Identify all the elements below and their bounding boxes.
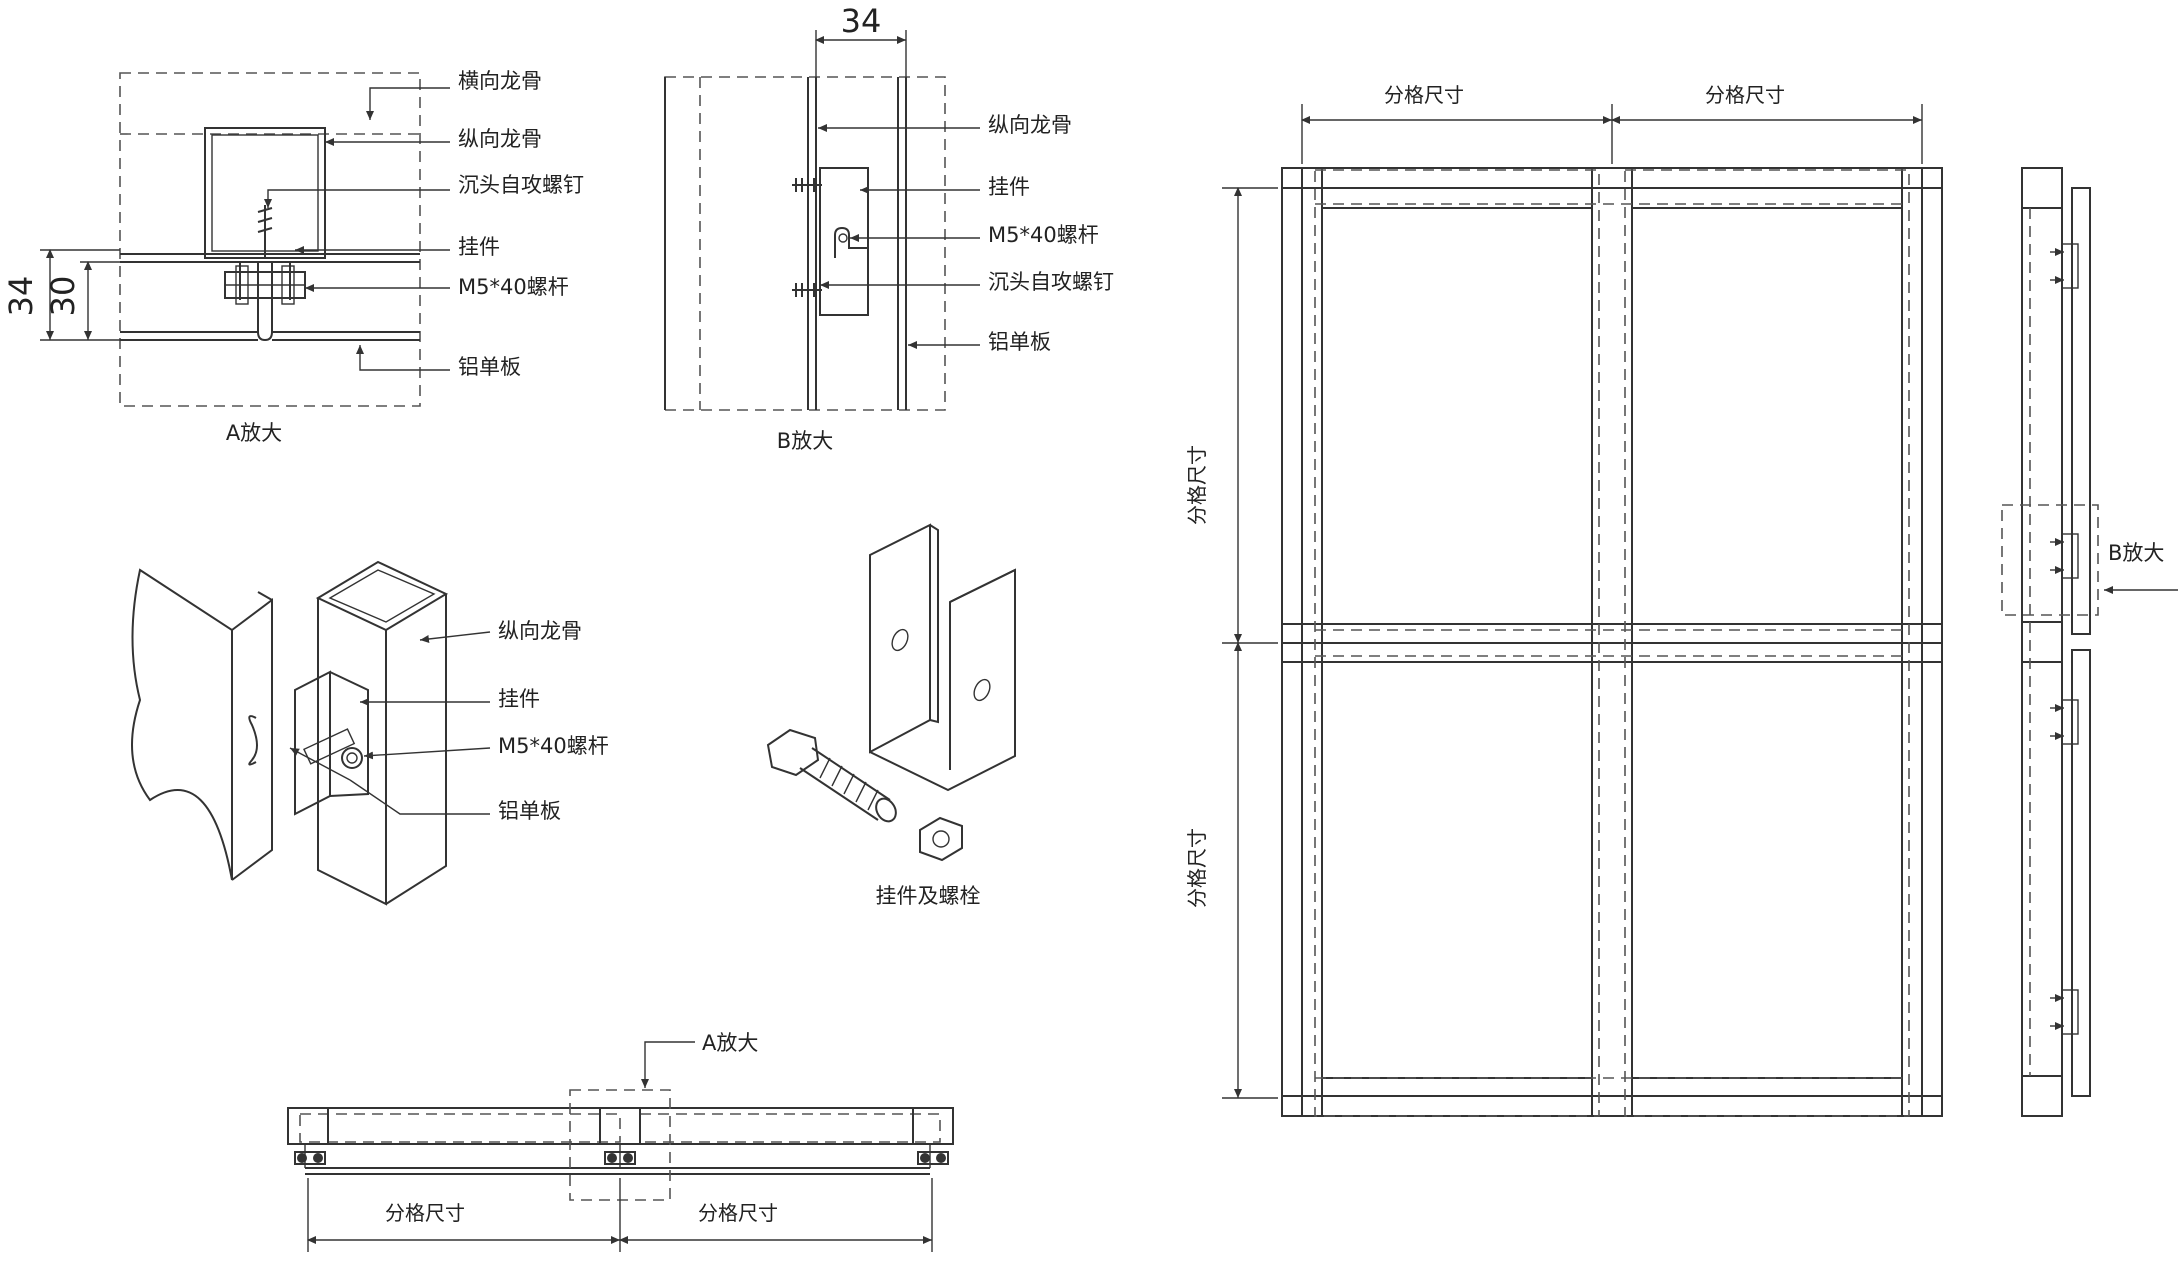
side-section-view: B放大 [2001, 167, 2178, 1117]
dim-elev-top-right: 分格尺寸 [1705, 83, 1785, 107]
countersunk-screw [257, 205, 273, 258]
label-clip-iso: 挂件 [498, 687, 540, 711]
aluminum-panel-iso [131, 568, 233, 881]
label-countersunk-screw-a: 沉头自攻螺钉 [458, 173, 584, 197]
dim-elev-left-upper: 分格尺寸 [1185, 445, 1209, 525]
bolt-head [766, 728, 820, 777]
label-transverse-keel: 横向龙骨 [458, 69, 542, 93]
callout-detail-a: A放大 [702, 1031, 758, 1055]
panel-bottom-left [1321, 661, 1593, 1079]
dim-34-horizontal: 34 [841, 2, 882, 40]
dim-plan-left: 分格尺寸 [385, 1201, 465, 1225]
detail-b-section: 34 纵向龙骨 挂件 M5*40螺杆 沉头自攻螺钉 铝单板 B放大 [664, 2, 1114, 453]
caption-detail-b: B放大 [777, 429, 833, 453]
side-clips [2050, 243, 2079, 1035]
plan-section: A放大 分格尺寸 分格尺寸 [287, 1031, 954, 1252]
screw-upper-b [792, 178, 822, 192]
isometric-assembly: 纵向龙骨 挂件 M5*40螺杆 铝单板 [131, 560, 609, 906]
dim-elev-left-lower: 分格尺寸 [1185, 828, 1209, 908]
caption-detail-a: A放大 [226, 421, 282, 445]
detail-b-callout-box [2001, 504, 2099, 616]
side-panel-lower [2071, 649, 2091, 1097]
label-clip-b: 挂件 [988, 175, 1030, 199]
plan-bolts [294, 1151, 949, 1165]
dim-34-vertical: 34 [2, 276, 40, 317]
dim-30-vertical: 30 [44, 276, 82, 317]
label-bolt-b: M5*40螺杆 [988, 223, 1099, 247]
dim-plan-right: 分格尺寸 [698, 1201, 778, 1225]
clip-bracket [239, 262, 291, 300]
label-aluminum-panel-a: 铝单板 [458, 355, 521, 379]
label-longitudinal-keel-b: 纵向龙骨 [988, 113, 1072, 137]
label-countersunk-screw-b: 沉头自攻螺钉 [988, 270, 1114, 294]
panel-top-left [1321, 207, 1593, 625]
label-aluminum-panel-iso: 铝单板 [498, 799, 561, 823]
label-aluminum-panel-b: 铝单板 [988, 330, 1051, 354]
caption-clip-and-bolt: 挂件及螺栓 [876, 884, 981, 908]
clip-and-bolt-parts: 挂件及螺栓 [766, 523, 1016, 908]
nut [919, 816, 963, 862]
detail-b-boundary [664, 76, 946, 411]
label-longitudinal-keel-iso: 纵向龙骨 [498, 619, 582, 643]
label-bolt-iso: M5*40螺杆 [498, 734, 609, 758]
label-clip-a: 挂件 [458, 235, 500, 259]
dim-elev-top-left: 分格尺寸 [1384, 83, 1464, 107]
detail-a-boundary [119, 72, 421, 407]
elevation-view: 分格尺寸 分格尺寸 分格尺寸 分格尺寸 [1185, 83, 1943, 1117]
panel-top-right [1631, 207, 1903, 625]
callout-detail-b: B放大 [2108, 541, 2164, 565]
side-panel-upper [2071, 187, 2091, 635]
label-longitudinal-keel-a: 纵向龙骨 [458, 127, 542, 151]
panel-bottom-right [1631, 661, 1903, 1079]
detail-a-section: 34 30 横向龙骨 纵向龙骨 沉头自攻螺钉 挂件 M5*40螺杆 铝单板 A放… [2, 69, 584, 445]
screw-lower-b [792, 283, 822, 297]
clip-plate-b [819, 167, 869, 316]
clip-iso [294, 670, 331, 816]
label-bolt-a: M5*40螺杆 [458, 275, 569, 299]
clip-part [869, 523, 931, 754]
